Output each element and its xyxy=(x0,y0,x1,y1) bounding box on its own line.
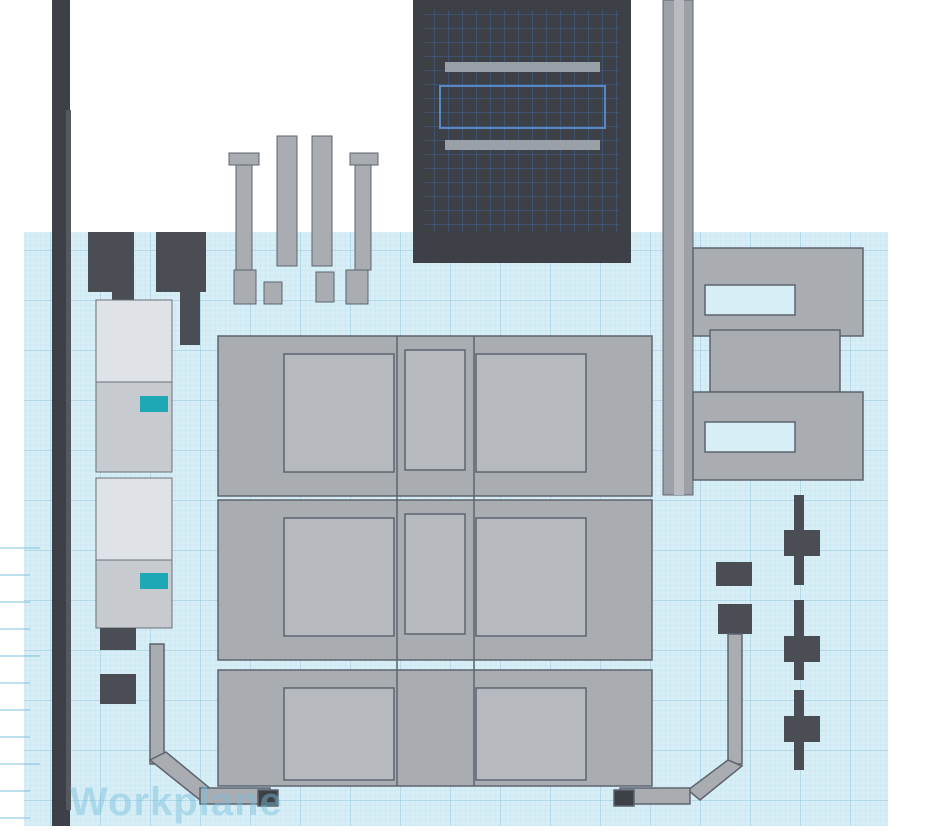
part-top-panel[interactable] xyxy=(413,0,631,263)
part-left-bar[interactable] xyxy=(52,0,70,826)
part-main-plates[interactable] xyxy=(217,335,653,787)
part-pins[interactable] xyxy=(228,135,379,305)
part-dark-brackets[interactable] xyxy=(88,232,206,345)
ruler xyxy=(0,547,40,819)
part-vertical-rail[interactable] xyxy=(662,0,694,496)
part-right-clips[interactable] xyxy=(716,495,820,770)
part-white-boxes[interactable] xyxy=(95,299,173,704)
part-right-frame[interactable] xyxy=(692,247,864,481)
part-arms[interactable] xyxy=(148,633,744,807)
